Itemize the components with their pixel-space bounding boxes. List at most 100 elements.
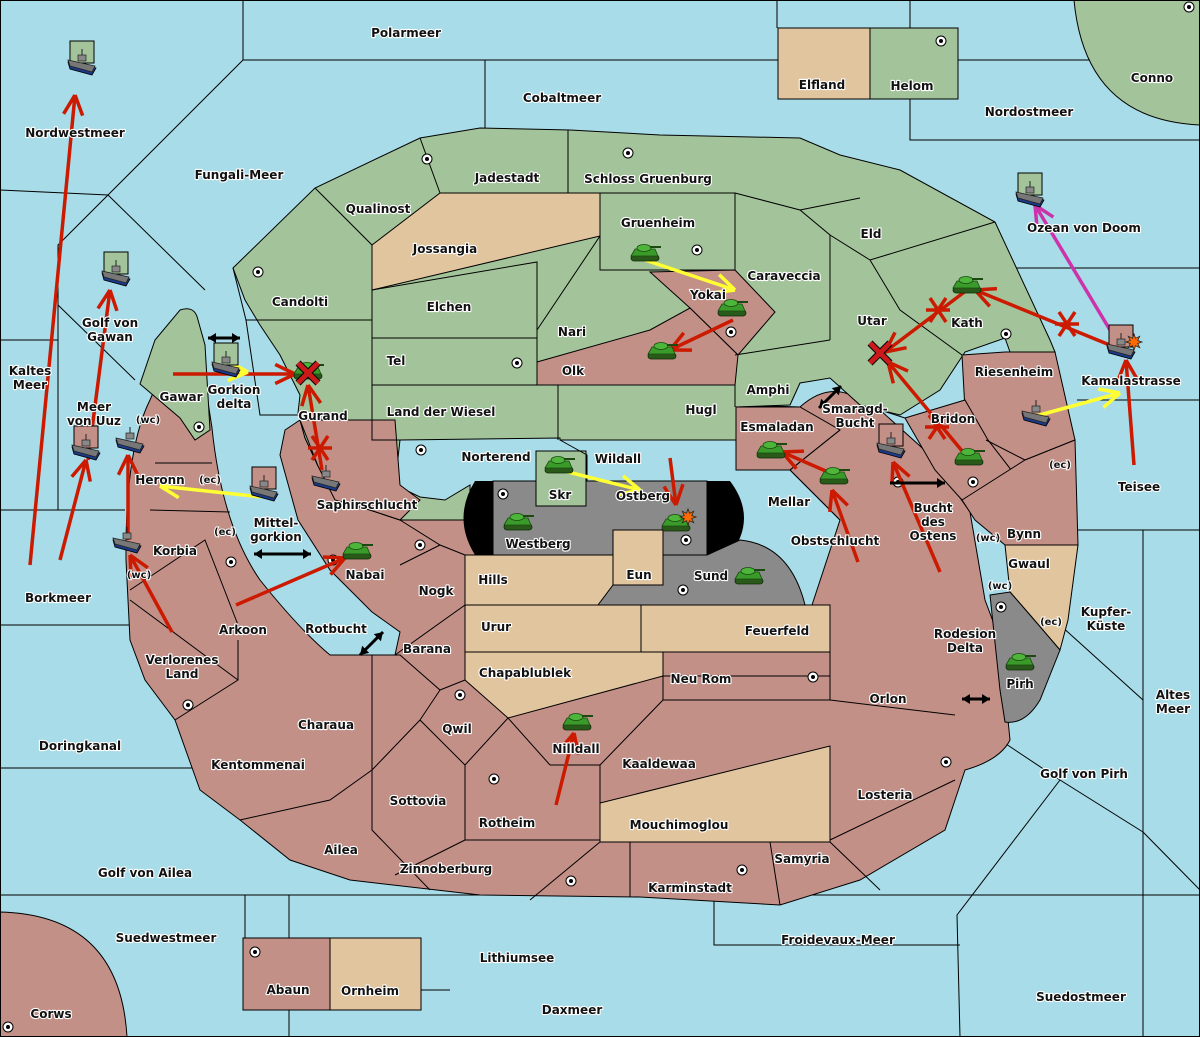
- fleet-unit-icon[interactable]: [67, 40, 97, 76]
- land-province-label: Abaun: [266, 983, 309, 997]
- province-ornheim[interactable]: [329, 937, 422, 1011]
- province-elfland[interactable]: [777, 27, 871, 100]
- land-province-label: Gawar: [159, 390, 202, 404]
- supply-center-icon: [680, 534, 692, 546]
- province-chapablublek[interactable]: [464, 651, 664, 719]
- fleet-unit-icon[interactable]: [115, 427, 145, 454]
- army-unit-icon[interactable]: [544, 456, 575, 474]
- land-province-label: Barana: [403, 642, 451, 656]
- land-province-label: Zinnoberburg: [400, 862, 492, 876]
- sea-region-label: Ostens: [910, 529, 957, 543]
- land-province-label: Ailea: [324, 843, 358, 857]
- land-province-label: Nari: [558, 325, 586, 339]
- land-province-label: Nilldall: [552, 742, 599, 756]
- land-province-label: Neu Rom: [671, 672, 732, 686]
- sea-region-label: Borkmeer: [25, 591, 91, 605]
- land-province-label: Sund: [694, 569, 728, 583]
- support-order-arrow: [644, 258, 737, 295]
- fleet-unit-icon[interactable]: [1015, 172, 1045, 208]
- land-province-label: Saphirschlucht: [317, 498, 418, 512]
- supply-center-icon: [511, 357, 523, 369]
- land-province-label: Kaaldewaa: [622, 757, 696, 771]
- land-province-label: Gurand: [298, 409, 348, 423]
- fleet-unit-icon[interactable]: [1021, 400, 1051, 427]
- sea-region-label: Corws: [30, 1007, 71, 1021]
- army-unit-icon[interactable]: [630, 244, 661, 262]
- move-order-arrow: [58, 458, 92, 561]
- sea-region-label: Rotbucht: [305, 622, 367, 636]
- coast-label: (ec): [1049, 460, 1071, 471]
- coast-label: (wc): [988, 581, 1012, 592]
- land-province-label: Orlon: [869, 692, 906, 706]
- move-order-arrow: [554, 731, 581, 806]
- army-unit-icon[interactable]: [503, 513, 534, 531]
- sea-region-label: Rodesion: [934, 627, 996, 641]
- army-unit-icon[interactable]: [819, 467, 850, 485]
- sea-region-label: Gawan: [87, 330, 133, 344]
- continent: [125, 127, 1079, 906]
- fleet-unit-icon[interactable]: [101, 251, 131, 287]
- army-unit-icon[interactable]: [734, 567, 765, 585]
- impassable-mountains-east: [707, 481, 744, 555]
- army-unit-icon[interactable]: [661, 514, 692, 532]
- land-province-label: Jossangia: [412, 242, 477, 256]
- land-province-label: Bridon: [931, 412, 976, 426]
- land-province-label: Land der Wiesel: [387, 405, 496, 419]
- province-borders: [129, 130, 1026, 906]
- fleet-unit-icon[interactable]: [112, 527, 142, 554]
- fleet-unit-icon[interactable]: [876, 423, 906, 459]
- fleet-unit-icon[interactable]: [211, 342, 241, 378]
- sea-region-label: des: [921, 515, 945, 529]
- army-unit-icon[interactable]: [647, 342, 678, 360]
- supply-center-icon: [252, 266, 264, 278]
- sea-region-label: Cobaltmeer: [523, 91, 601, 105]
- army-unit-icon[interactable]: [342, 542, 373, 560]
- land-province-label: Pirh: [1006, 677, 1033, 691]
- fleet-unit-icon[interactable]: [249, 466, 279, 502]
- land-province-label: Westberg: [505, 537, 570, 551]
- army-unit-icon[interactable]: [954, 448, 985, 466]
- supply-center-icon: [193, 421, 205, 433]
- explosion-icon: [1124, 332, 1144, 352]
- fleet-unit-icon[interactable]: [311, 465, 341, 492]
- land-province-label: Hugl: [685, 403, 716, 417]
- army-unit-icon[interactable]: [562, 713, 593, 731]
- land-province-label: Norterend: [461, 450, 530, 464]
- land-province-label: Candolti: [272, 295, 328, 309]
- land-province-label: Caraveccia: [747, 269, 820, 283]
- supply-center-icon: [622, 147, 634, 159]
- land-province-label: Gwaul: [1008, 557, 1050, 571]
- sea-region-label: Conno: [1131, 71, 1173, 85]
- army-unit-icon[interactable]: [756, 441, 787, 459]
- sea-region-label: Gorkion: [208, 383, 261, 397]
- supply-center-icon: [182, 699, 194, 711]
- supply-center-icon: [454, 689, 466, 701]
- province-sund[interactable]: [597, 539, 806, 606]
- sea-region-label: Meer: [13, 378, 47, 392]
- failed-order-icon: [308, 435, 332, 461]
- sea-region-label: Fungali-Meer: [195, 168, 284, 182]
- move-order-arrow: [662, 457, 685, 506]
- coast-label: (wc): [136, 415, 160, 426]
- army-unit-icon[interactable]: [952, 276, 983, 294]
- land-province-label: Feuerfeld: [745, 624, 810, 638]
- land-province-label: Schloss Gruenburg: [584, 172, 712, 186]
- land-province-label: Amphi: [746, 383, 789, 397]
- land-province-label: Mouchimoglou: [630, 818, 729, 832]
- sea-region-label: Ozean von Doom: [1027, 221, 1141, 235]
- province-corws[interactable]: [0, 911, 128, 1037]
- army-unit-icon[interactable]: [717, 299, 748, 317]
- sea-region-label: Golf von Pirh: [1040, 767, 1128, 781]
- fleet-unit-icon[interactable]: [71, 425, 101, 461]
- supply-center-icon: [421, 153, 433, 165]
- sea-region-label: Mittel-: [254, 516, 299, 530]
- army-unit-icon[interactable]: [1005, 653, 1036, 671]
- land-province-label: Kath: [951, 316, 983, 330]
- destroyed-unit-icon: [295, 360, 321, 386]
- sea-region-label: Lithiumsee: [480, 951, 555, 965]
- land-province-label: Chapablublek: [479, 666, 572, 680]
- supply-center-icon: [2, 1021, 14, 1033]
- province-conno[interactable]: [1073, 0, 1200, 126]
- land-province-label: Esmaladan: [740, 420, 813, 434]
